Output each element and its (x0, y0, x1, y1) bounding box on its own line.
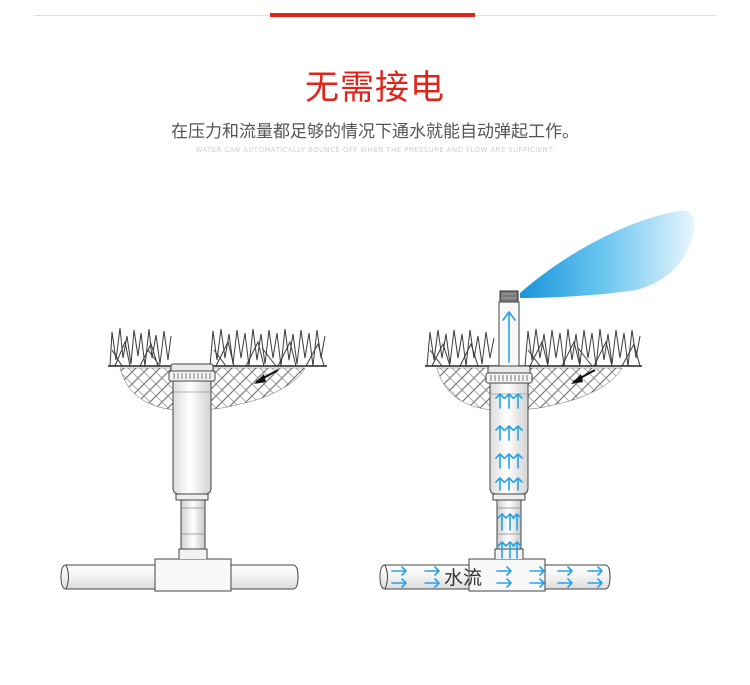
sprinkler-cap-right (485, 372, 533, 384)
nozzle-head (499, 290, 519, 303)
sprinkler-body-left (172, 380, 212, 495)
active-sprinkler (379, 210, 695, 592)
water-spray (520, 210, 695, 298)
water-flow-arrows (391, 311, 603, 588)
english-caption: WATER CAN AUTOMATICALLY BOUNCE OFF WHEN … (195, 146, 555, 154)
grass-right (426, 328, 641, 367)
soil-left (119, 367, 306, 411)
grass-left (109, 327, 326, 367)
tee-fitting-left (154, 558, 232, 592)
header-accent-bar (270, 13, 475, 17)
retracted-sprinkler (60, 327, 327, 592)
page-title: 无需接电 (305, 68, 445, 108)
page-subtitle: 在压力和流量都足够的情况下通水就能自动弹起工作。 (171, 122, 579, 142)
water-flow-label: 水流 (444, 567, 483, 589)
soil-right (436, 367, 623, 411)
